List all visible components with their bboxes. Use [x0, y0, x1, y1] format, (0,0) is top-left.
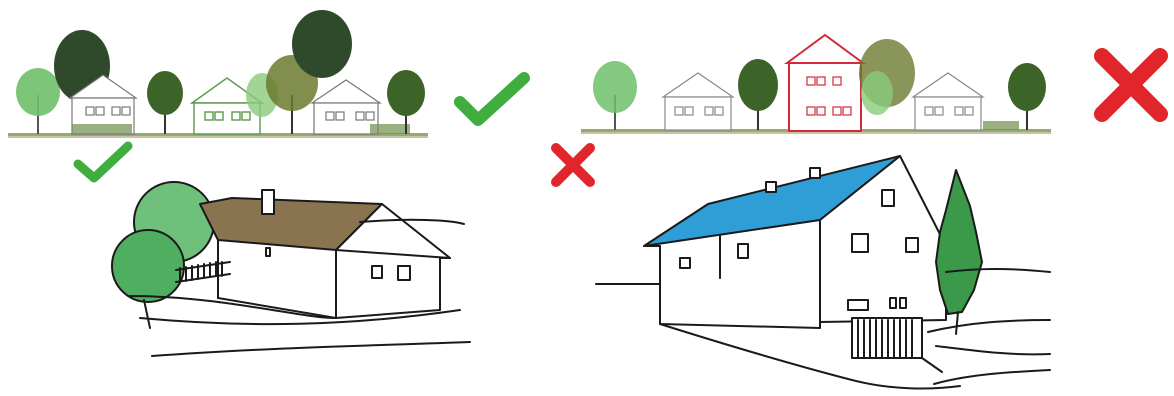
streetscape-suitable	[0, 0, 440, 145]
house-icon	[787, 35, 863, 131]
tree-icon	[16, 68, 60, 134]
streetscape-unsuitable	[575, 25, 1055, 140]
check-icon	[452, 70, 532, 130]
house-icon	[913, 73, 983, 130]
tree-icon	[292, 10, 352, 78]
house-icon	[663, 73, 733, 130]
house-sketch-unsuitable	[590, 150, 1060, 396]
tree-icon	[1008, 63, 1046, 130]
tree-icon	[738, 59, 778, 130]
house-icon	[312, 80, 380, 134]
tree-icon	[112, 182, 214, 328]
house-sketch-suitable	[100, 178, 480, 368]
tree-icon	[593, 61, 637, 130]
cross-icon	[1088, 42, 1174, 128]
tree-icon	[859, 39, 915, 115]
tree-icon	[147, 71, 183, 134]
